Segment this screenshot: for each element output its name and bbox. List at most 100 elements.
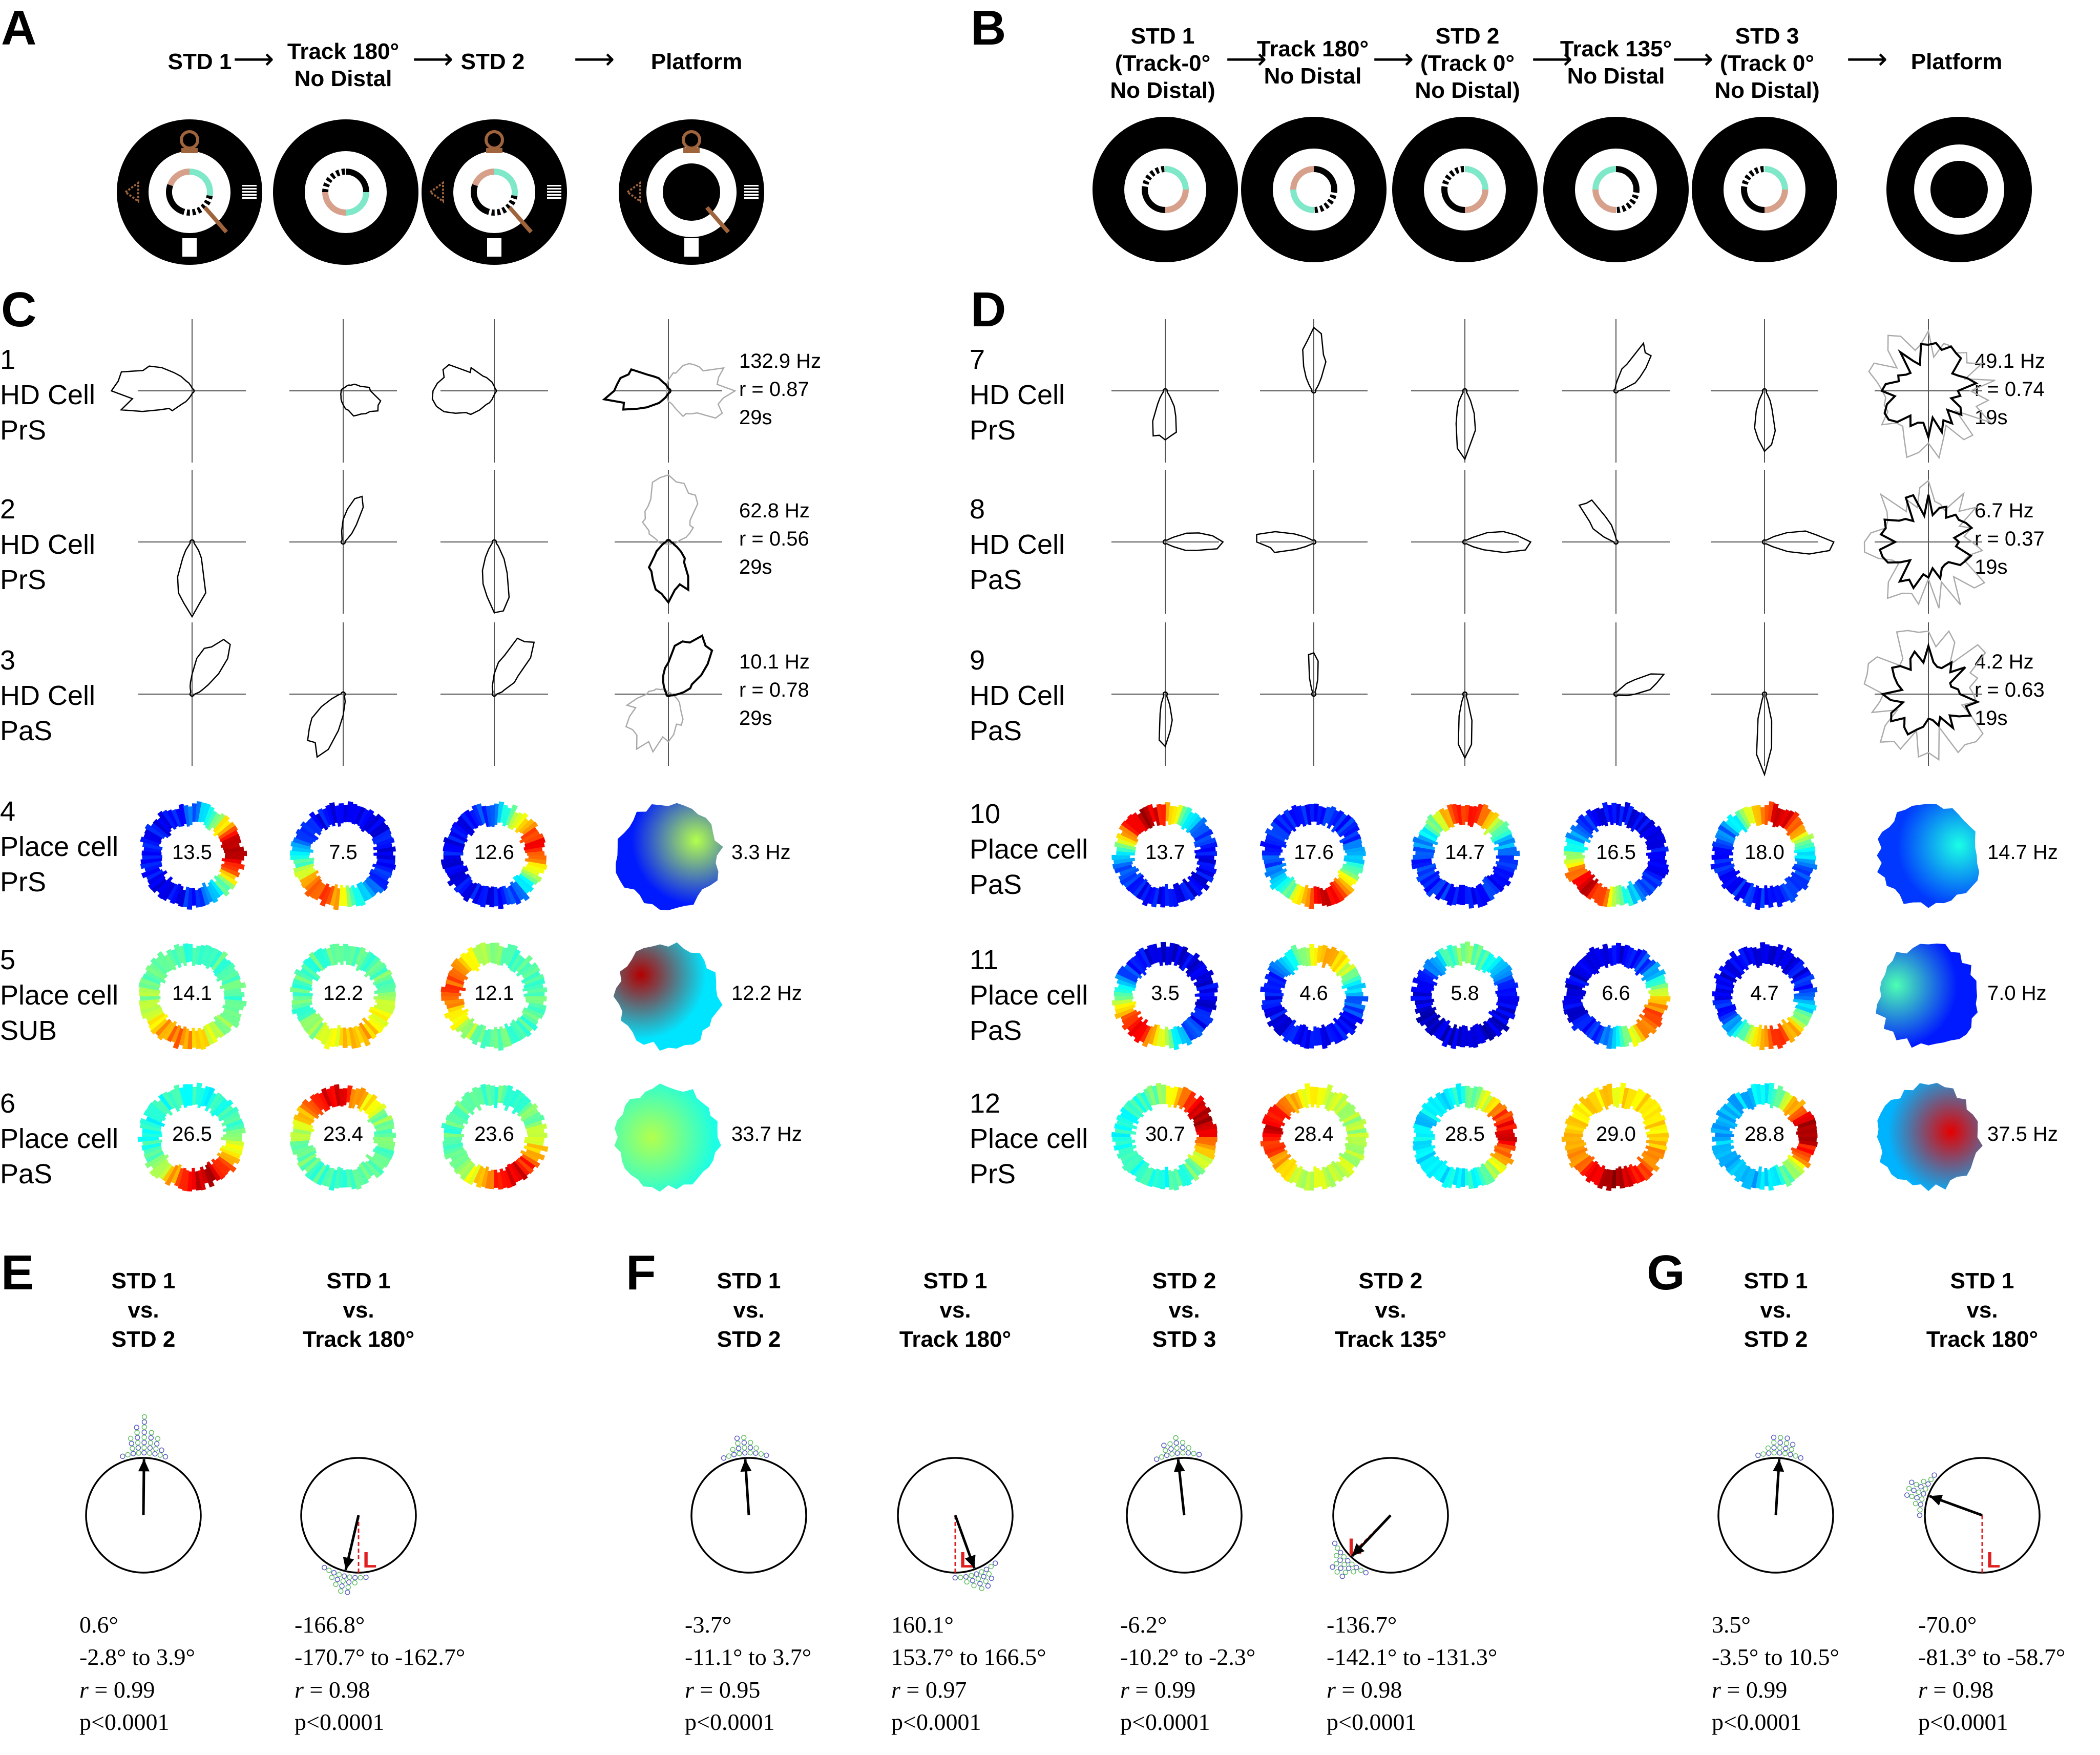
r-symbol: r [685,1676,694,1703]
distal-cue-triangle [428,181,444,203]
shift-dot [1363,1570,1369,1576]
shift-dot [1928,1476,1934,1482]
shift-dot [963,1574,969,1580]
distal-cue-stripes [242,191,257,193]
distal-cue-stripes [242,194,257,196]
session-header: Track 135° No Distal [1560,36,1672,89]
peak-rate-value: 12.2 [323,982,363,1005]
distal-cue-stripes [242,188,257,190]
r-number: = 0.99 [88,1676,155,1703]
rate-map-platform [613,942,723,1051]
peak-rate-value: 14.1 [172,982,212,1005]
shift-dot [159,1447,164,1453]
cell-label: 7 HD Cell PrS [970,344,1065,446]
shift-dot [148,1435,154,1440]
confidence-interval: -3.5° to 10.5° [1712,1644,1839,1670]
hd-polar-curve [1761,530,1835,555]
shift-dot [1341,1554,1347,1560]
shift-dot [1788,1452,1793,1457]
shift-dot [975,1576,981,1582]
cue-ring-segment [1615,189,1640,213]
place-rate-maps [137,801,1983,1192]
r-number: = 0.95 [694,1676,761,1703]
shift-dot [326,1568,332,1573]
hd-meta: 4.2 Hz r = 0.63 19s [1975,648,2045,733]
peak-rate: 6.7 Hz [1975,499,2034,522]
hd-polar-curve [1158,691,1173,748]
shift-dot [134,1430,140,1435]
hd-meta: 49.1 Hz r = 0.74 19s [1975,347,2045,432]
track-ring [1124,149,1206,231]
r-value: r = 0.99 [79,1674,274,1706]
mean-angle: -6.2° [1120,1612,1167,1638]
shift-dot [1180,1445,1186,1451]
shift-dot [136,1450,141,1456]
mean-vector-arrowhead [964,1554,976,1569]
track-ring [1273,149,1355,231]
shift-dot [146,1450,153,1456]
distal-cue-stripes [744,191,759,193]
shift-dot [125,1452,131,1458]
shift-dot [1777,1440,1783,1446]
shift-dot [986,1571,992,1577]
shift-dot [321,1564,327,1571]
r-value: r = 0.97 [891,1674,1086,1706]
shift-dot [742,1450,748,1456]
peak-rate-value: 3.5 [1151,982,1180,1005]
mean-vector-arrowhead [1352,1543,1365,1556]
shift-dot [1167,1441,1173,1447]
shift-dot [141,1434,147,1440]
comparison-title: STD 1 vs. Track 180° [899,1268,1012,1352]
cue-ring-segment [1142,189,1166,213]
shift-dot [1783,1446,1789,1451]
r-symbol: r [1918,1676,1927,1703]
shift-dot [1777,1445,1783,1451]
distal-cue-stripes [547,188,561,190]
shift-dot [1333,1561,1339,1566]
shift-dot [1789,1447,1795,1452]
r-value: r = 0.98 [1918,1674,2100,1706]
shift-dot [1917,1507,1923,1513]
shift-dot [1173,1435,1179,1441]
shift-dot [149,1430,155,1436]
shift-dot [731,1452,737,1457]
shift-dot [1185,1450,1191,1456]
shift-dot [147,1445,153,1451]
shift-dot [1760,1451,1766,1457]
shift-dot [958,1575,963,1580]
platform-peak-rate: 33.7 Hz [731,1123,802,1145]
distal-cue-stripes [744,197,759,199]
shift-dot [1921,1491,1926,1497]
p-value: p<0.0001 [891,1709,981,1736]
shift-dot [736,1446,742,1451]
shift-dot [153,1446,159,1452]
shift-dot [1164,1452,1170,1458]
r-symbol: r [295,1676,304,1703]
shift-dot [1790,1441,1796,1448]
r-symbol: r [891,1676,900,1703]
distal-cue-stripes [744,194,759,196]
shift-dot [1173,1440,1179,1446]
arrow-right: ⟶ [233,43,275,75]
peak-rate-value: 23.6 [474,1123,514,1145]
mean-angle: -70.0° [1918,1612,1977,1638]
shift-dot [753,1445,759,1451]
shift-dot [135,1440,141,1446]
cell-label: 10 Place cell PaS [970,799,1088,901]
shift-dot [338,1588,344,1594]
cue-ring-segment [1592,189,1616,213]
distal-cue-stripes [547,197,561,199]
hd-polar-curve [1613,342,1652,394]
rayleigh-r: r = 0.74 [1975,378,2045,401]
hd-meta: 62.8 Hz r = 0.56 29s [739,497,810,582]
shift-circle [690,1457,807,1574]
shift-dot [1346,1565,1352,1571]
peak-rate: 132.9 Hz [739,350,822,372]
peak-rate: 10.1 Hz [739,651,810,673]
shift-dot [1168,1446,1174,1452]
shift-dot [979,1585,984,1592]
mean-vector-arrowhead [740,1459,752,1472]
shift-dot [952,1575,958,1581]
